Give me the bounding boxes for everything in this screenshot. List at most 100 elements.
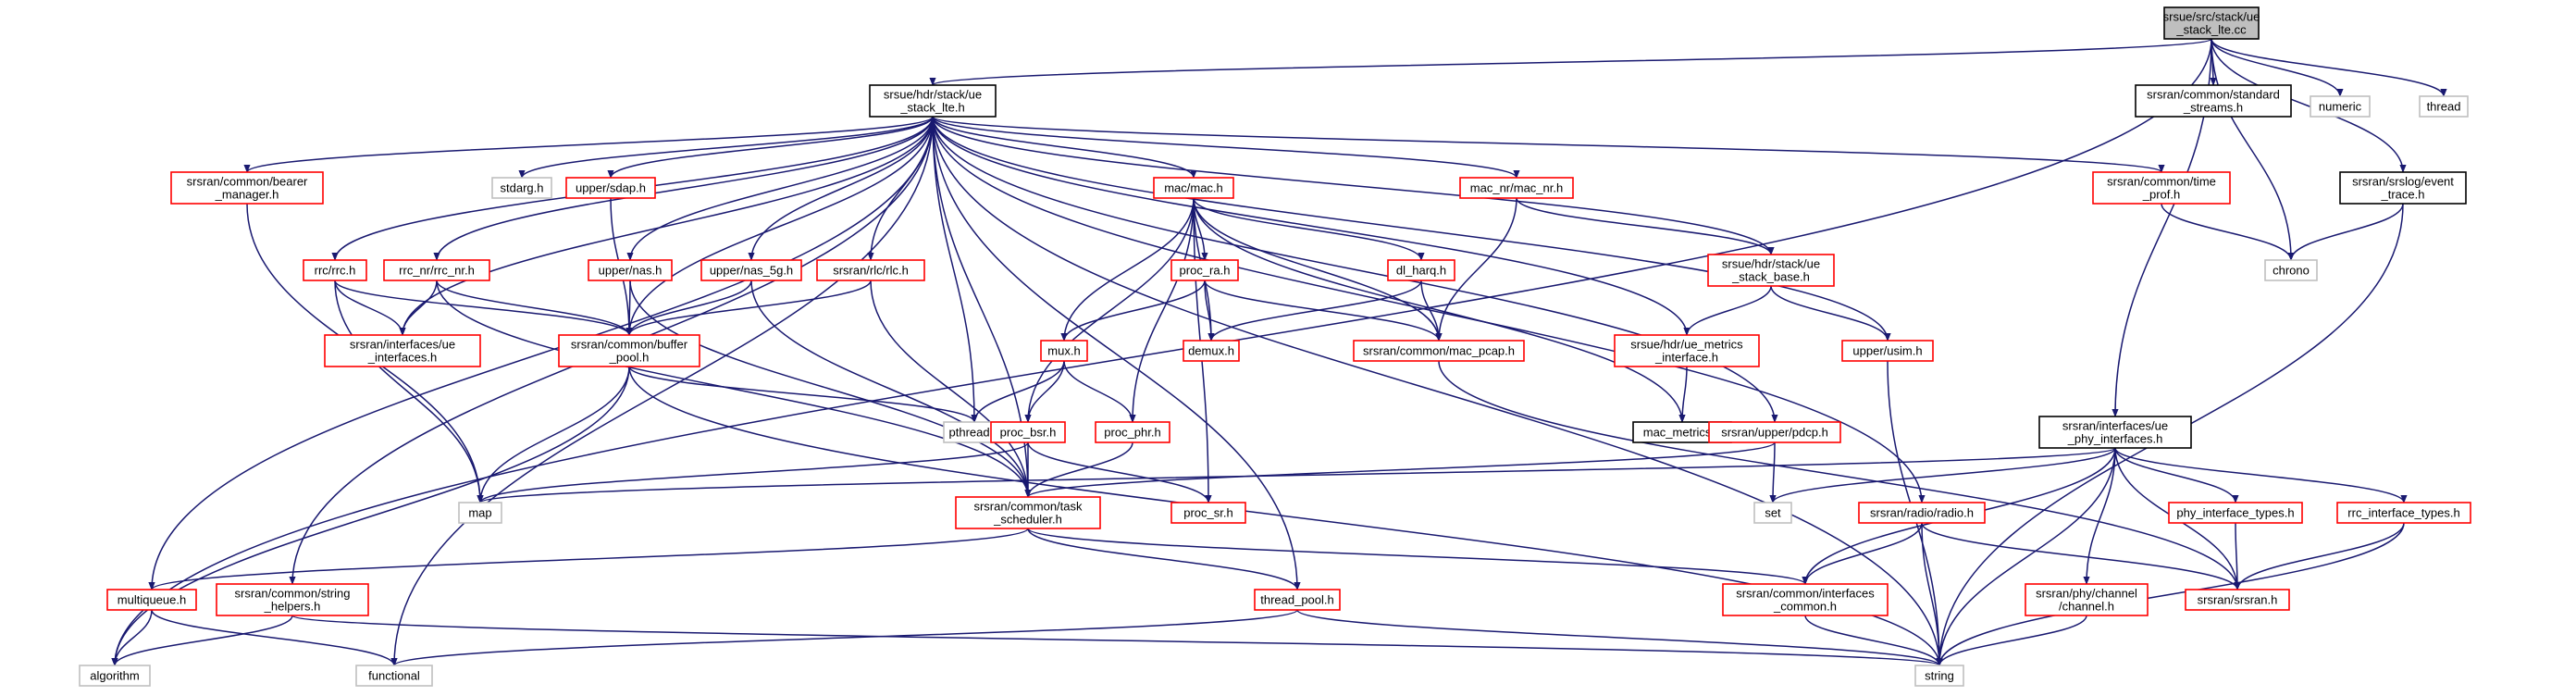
- node-interfaces-common-h[interactable]: srsran/common/interfaces_common.h: [1722, 583, 1889, 616]
- node-demux-h[interactable]: demux.h: [1183, 340, 1240, 362]
- node-sdap-h[interactable]: upper/sdap.h: [565, 177, 656, 199]
- node-label-line: srsran/common/buffer: [571, 338, 688, 352]
- edge-line: [433, 116, 934, 261]
- edge-line: [334, 280, 633, 336]
- edge-line: [1921, 522, 2241, 590]
- node-pdcp-h[interactable]: srsran/upper/pdcp.h: [1708, 421, 1841, 443]
- edge-ue_stack_lte_h-to-radio_h: [932, 116, 1926, 503]
- edge-line: [334, 280, 406, 336]
- edge-line: [1027, 441, 1212, 503]
- node-label-line: numeric: [2319, 100, 2362, 114]
- node-task-scheduler-h[interactable]: srsran/common/task_scheduler.h: [955, 496, 1101, 529]
- edge-radio_h-to-srsran_h: [1921, 522, 2241, 590]
- node-label-line: proc_sr.h: [1183, 506, 1232, 520]
- node-label-line: srsran/common/string: [235, 587, 351, 601]
- node-box: [2025, 583, 2149, 616]
- node-string-helpers-h[interactable]: srsran/common/string_helpers.h: [216, 583, 369, 616]
- node-label-line: srsran/radio/radio.h: [1870, 506, 1974, 520]
- node-label-line: _prof.h: [2142, 188, 2180, 202]
- edge-line: [111, 366, 630, 666]
- node-proc-bsr-h[interactable]: proc_bsr.h: [990, 421, 1066, 443]
- node-box: [1095, 421, 1170, 443]
- node-standard-streams-h[interactable]: srsran/common/standard_streams.h: [2135, 84, 2292, 118]
- edge-line: [1024, 441, 1133, 498]
- node-event-trace-h[interactable]: srsran/srslog/event_trace.h: [2339, 171, 2467, 205]
- node-box: [1353, 340, 1525, 362]
- node-rrc-h[interactable]: rrc/rrc.h: [303, 259, 367, 281]
- edge-ue_stack_lte_h-to-nas_5g_h: [748, 116, 934, 261]
- node-label-line: stdarg.h: [501, 181, 544, 195]
- edge-ue_stack_lte_h-to-stdarg_h: [518, 116, 934, 179]
- edge-line: [2114, 447, 2239, 503]
- edge-ue_phy_interfaces_h-to-map: [477, 447, 2116, 503]
- node-ue-metrics-interface-h[interactable]: srsue/hdr/ue_metrics_interface.h: [1614, 334, 1760, 367]
- edge-ue_stack_lte_h-to-multiqueue_h: [148, 116, 934, 590]
- node-nas-h[interactable]: upper/nas.h: [588, 259, 673, 281]
- node-proc-ra-h[interactable]: proc_ra.h: [1170, 259, 1239, 281]
- node-algorithm: algorithm: [79, 665, 151, 687]
- edge-rrc_nr_h-to-ue_interfaces_h: [399, 280, 438, 336]
- edge-line: [390, 116, 934, 666]
- node-proc-sr-h[interactable]: proc_sr.h: [1170, 502, 1246, 524]
- node-dl-harq-h[interactable]: dl_harq.h: [1387, 259, 1455, 281]
- node-box: [1387, 259, 1455, 281]
- nodes-layer: srsue/src/stack/ue_stack_lte.cc srsue/hdr…: [79, 6, 2471, 687]
- node-ue-stack-lte-cc[interactable]: srsue/src/stack/ue_stack_lte.cc: [2163, 6, 2260, 40]
- node-buffer-pool-h[interactable]: srsran/common/buffer_pool.h: [558, 334, 700, 367]
- node-ue-stack-lte-h[interactable]: srsue/hdr/stack/ue_stack_lte.h: [869, 84, 997, 118]
- node-label-line: _stack_base.h: [1731, 270, 1810, 284]
- edge-line: [626, 116, 934, 261]
- edge-line: [1769, 441, 1777, 503]
- edge-time_prof_h-to-chrono: [2161, 203, 2295, 261]
- node-multiqueue-h[interactable]: multiqueue.h: [106, 589, 197, 611]
- node-proc-phr-h[interactable]: proc_phr.h: [1095, 421, 1170, 443]
- edge-ue_stack_base_h-to-ue_metrics_interface_h: [1683, 285, 1772, 336]
- node-nas-5g-h[interactable]: upper/nas_5g.h: [700, 259, 802, 281]
- node-ue-interfaces-h[interactable]: srsran/interfaces/ue_interfaces.h: [324, 334, 481, 367]
- node-box: [324, 334, 481, 367]
- node-set: set: [1753, 502, 1792, 524]
- node-usim-h[interactable]: upper/usim.h: [1841, 340, 1934, 362]
- edge-nas_5g_h-to-buffer_pool_h: [625, 280, 752, 336]
- node-rrc-interface-types-h[interactable]: rrc_interface_types.h: [2336, 502, 2471, 524]
- node-label-line: functional: [368, 669, 420, 683]
- node-label-line: string: [1925, 669, 1954, 683]
- node-channel-h[interactable]: srsran/phy/channel/channel.h: [2025, 583, 2149, 616]
- edge-mux_h-to-proc_bsr_h: [1024, 360, 1065, 423]
- node-mac-pcap-h[interactable]: srsran/common/mac_pcap.h: [1353, 340, 1525, 362]
- edge-line: [2287, 203, 2404, 261]
- edge-radio_h-to-string: [1921, 522, 1943, 666]
- edge-rrc_interface_types_h-to-string: [1936, 522, 2405, 666]
- node-thread-pool-h[interactable]: thread_pool.h: [1254, 589, 1341, 611]
- edge-ue_stack_lte_h-to-ue_stack_base_h: [932, 116, 1775, 255]
- node-label-line: multiqueue.h: [118, 593, 186, 607]
- node-label-line: srsran/common/mac_pcap.h: [1363, 344, 1515, 358]
- node-mac-h[interactable]: mac/mac.h: [1153, 177, 1234, 199]
- node-mac-nr-h[interactable]: mac_nr/mac_nr.h: [1459, 177, 1574, 199]
- node-phy-interface-types-h[interactable]: phy_interface_types.h: [2168, 502, 2303, 524]
- node-mux-h[interactable]: mux.h: [1040, 340, 1088, 362]
- node-label-line: rrc_interface_types.h: [2347, 506, 2459, 520]
- node-box: [2092, 171, 2231, 205]
- node-functional: functional: [355, 665, 433, 687]
- node-srsran-h[interactable]: srsran/srsran.h: [2185, 589, 2290, 611]
- node-time-prof-h[interactable]: srsran/common/time_prof.h: [2092, 171, 2231, 205]
- edge-line: [628, 366, 978, 423]
- edge-line: [971, 360, 1065, 423]
- node-label-line: upper/nas_5g.h: [710, 264, 793, 278]
- node-ue-phy-interfaces-h[interactable]: srsran/interfaces/ue_phy_interfaces.h: [2038, 416, 2192, 449]
- edge-line: [1129, 197, 1195, 423]
- edge-mac_h-to-mux_h: [1060, 197, 1195, 342]
- node-radio-h[interactable]: srsran/radio/radio.h: [1858, 502, 1986, 524]
- edge-line: [148, 528, 1029, 590]
- node-ue-stack-base-h[interactable]: srsue/hdr/stack/ue_stack_base.h: [1707, 254, 1835, 287]
- edge-line: [1769, 447, 2116, 503]
- edge-line: [148, 116, 934, 590]
- node-rlc-h[interactable]: srsran/rlc/rlc.h: [816, 259, 925, 281]
- node-rrc-nr-h[interactable]: rrc_nr/rrc_nr.h: [383, 259, 490, 281]
- node-bearer-manager-h[interactable]: srsran/common/bearer_manager.h: [170, 171, 324, 205]
- node-mac-metrics-h[interactable]: mac_metrics.h: [1632, 421, 1732, 443]
- node-label-line: upper/nas.h: [599, 264, 663, 278]
- edge-line: [932, 116, 1778, 423]
- node-label-line: set: [1765, 506, 1781, 520]
